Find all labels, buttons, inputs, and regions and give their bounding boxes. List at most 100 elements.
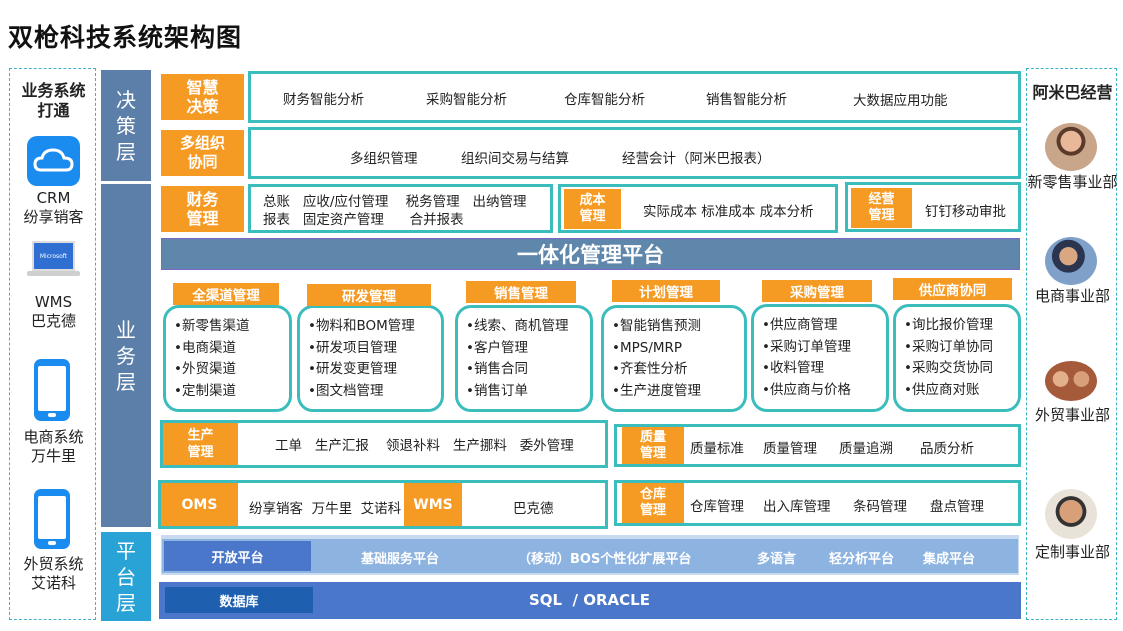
laptop-screen: Microsoft: [32, 241, 75, 271]
left-panel-heading: 业务系统 打通: [21, 81, 86, 120]
quality-trace-item: 质量追溯: [839, 441, 893, 457]
module-item: •询比报价管理: [904, 317, 993, 333]
rd-header: 研发管理: [307, 284, 431, 306]
wms-system-label: WMS 巴克德: [30, 293, 76, 330]
laptop-icon: Microsoft: [27, 241, 80, 281]
planning-module: •智能销售预测 •MPS/MRP •齐套性分析 •生产进度管理: [601, 305, 747, 412]
purchase-analysis-item: 采购智能分析: [426, 92, 507, 108]
module-item: •供应商与价格: [762, 381, 851, 398]
cost-items: 实际成本 标准成本 成本分析: [643, 204, 814, 220]
multi-language-item: 多语言: [757, 552, 797, 567]
module-item: •定制渠道: [174, 382, 236, 399]
person-avatar: [1045, 237, 1097, 285]
right-panel-heading: 阿米巴经营: [1032, 83, 1113, 102]
new-retail-division-label: 新零售事业部: [1027, 173, 1118, 191]
rd-module: •物料和BOM管理 •研发项目管理 •研发变更管理 •图文档管理: [297, 305, 444, 412]
multi-org-box: 多组织管理 组织间交易与结算 经营会计（阿米巴报表）: [248, 127, 1021, 179]
smart-decision-box: 财务智能分析 采购智能分析 仓库智能分析 销售智能分析 大数据应用功能: [248, 71, 1021, 123]
omni-channel-header: 全渠道管理: [173, 283, 279, 305]
warehouse-label: 仓库 管理: [622, 483, 684, 523]
purchase-module: •供应商管理 •采购订单管理 •收料管理 •供应商与价格: [751, 304, 889, 412]
ecommerce-system-label: 电商系统 万牛里: [23, 428, 84, 465]
module-item: •齐套性分析: [612, 361, 688, 377]
sales-header: 销售管理: [466, 281, 576, 303]
module-item: •外贸渠道: [174, 361, 236, 377]
finance-box: 总账 应收/应付管理 税务管理 出纳管理 报表 固定资产管理 合并报表: [248, 184, 553, 233]
finance-label: 财务 管理: [161, 186, 244, 232]
platform-layer-label: 平 台 层: [101, 532, 151, 621]
inter-org-settlement-item: 组织间交易与结算: [461, 151, 569, 167]
module-item: •客户管理: [466, 339, 528, 356]
module-item: •销售合同: [466, 361, 528, 377]
quality-management-item: 质量管理: [763, 441, 817, 457]
module-item: •采购订单协同: [904, 338, 993, 355]
bos-extension-item: （移动）BOS个性化扩展平台: [518, 552, 692, 567]
quality-box: 质量 管理 质量标准 质量管理 质量追溯 品质分析: [614, 424, 1021, 467]
open-platform-label: 开放平台: [164, 541, 311, 571]
multi-org-management-item: 多组织管理: [350, 151, 418, 167]
quality-analysis-item: 品质分析: [920, 441, 974, 457]
cloud-icon: [27, 136, 80, 186]
module-item: •销售订单: [466, 382, 528, 399]
barcode-management-item: 条码管理: [853, 499, 907, 515]
module-item: •电商渠道: [174, 339, 236, 356]
wms-label: WMS: [404, 483, 462, 526]
light-analysis-item: 轻分析平台: [829, 552, 895, 567]
finance-line-2: 报表 固定资产管理 合并报表: [263, 212, 464, 228]
operation-label: 经营 管理: [851, 188, 912, 228]
module-item: •智能销售预测: [612, 318, 701, 334]
wms-system: 巴克德: [513, 501, 554, 517]
left-panel: 业务系统 打通 CRM 纷享销客 Microsoft WMS 巴克德 电商系统 …: [9, 68, 96, 620]
decision-layer-label: 决 策 层: [101, 70, 151, 181]
omni-channel-module: •新零售渠道 •电商渠道 •外贸渠道 •定制渠道: [163, 305, 292, 412]
module-item: •研发变更管理: [308, 361, 397, 377]
sales-analysis-item: 销售智能分析: [706, 92, 787, 108]
ecommerce-division-label: 电商事业部: [1034, 287, 1110, 305]
module-item: •研发项目管理: [308, 339, 397, 356]
business-layer-label: 业 务 层: [101, 184, 151, 527]
foreign-trade-division-label: 外贸事业部: [1034, 406, 1110, 424]
person-avatar: [1045, 123, 1097, 171]
oms-label: OMS: [161, 483, 238, 526]
module-item: •线索、商机管理: [466, 318, 569, 334]
database-label: 数据库: [165, 587, 313, 613]
operation-box: 经营 管理 钉钉移动审批: [845, 182, 1021, 232]
platform-services-bar: 开放平台 基础服务平台 （移动）BOS个性化扩展平台 多语言 轻分析平台 集成平…: [159, 533, 1021, 577]
phone-icon: [34, 359, 70, 421]
module-item: •供应商对账: [904, 381, 980, 398]
module-item: •供应商管理: [762, 317, 838, 333]
foreign-trade-system-label: 外贸系统 艾诺科: [23, 555, 84, 592]
purchase-header: 采购管理: [762, 280, 872, 302]
planning-header: 计划管理: [612, 280, 720, 302]
integration-item: 集成平台: [923, 552, 976, 567]
person-avatar: [1045, 489, 1097, 539]
module-item: •采购交货协同: [904, 360, 993, 376]
production-box: 生产 管理 工单 生产汇报 领退补料 生产挪料 委外管理: [160, 420, 608, 468]
supplier-collab-header: 供应商协同: [893, 278, 1012, 300]
oms-wms-box: OMS 纷享销客 万牛里 艾诺科 WMS 巴克德: [158, 480, 608, 529]
smart-decision-label: 智慧 决策: [161, 74, 244, 120]
warehouse-box: 仓库 管理 仓库管理 出入库管理 条码管理 盘点管理: [614, 480, 1021, 526]
management-accounting-item: 经营会计（阿米巴报表）: [622, 151, 771, 167]
warehouse-management-item: 仓库管理: [690, 499, 744, 515]
big-data-item: 大数据应用功能: [853, 93, 948, 109]
cost-box: 成本 管理 实际成本 标准成本 成本分析: [558, 184, 838, 233]
supplier-collab-module: •询比报价管理 •采购订单协同 •采购交货协同 •供应商对账: [893, 304, 1021, 412]
custom-division-label: 定制事业部: [1034, 543, 1110, 561]
sales-module: •线索、商机管理 •客户管理 •销售合同 •销售订单: [455, 305, 593, 412]
production-label: 生产 管理: [163, 423, 238, 465]
right-panel: 阿米巴经营 新零售事业部 电商事业部 外贸事业部 定制事业部: [1026, 68, 1118, 620]
warehouse-analysis-item: 仓库智能分析: [564, 92, 645, 108]
module-item: •采购订单管理: [762, 338, 851, 355]
finance-analysis-item: 财务智能分析: [283, 92, 364, 108]
module-item: •物料和BOM管理: [308, 318, 415, 334]
inventory-count-item: 盘点管理: [930, 499, 984, 515]
module-item: •MPS/MRP: [612, 339, 683, 356]
module-item: •收料管理: [762, 360, 824, 376]
quality-label: 质量 管理: [622, 427, 684, 464]
cost-label: 成本 管理: [564, 189, 621, 229]
module-item: •生产进度管理: [612, 382, 701, 399]
inout-management-item: 出入库管理: [763, 499, 831, 515]
basic-service-item: 基础服务平台: [361, 552, 440, 567]
phone-icon: [34, 489, 70, 549]
